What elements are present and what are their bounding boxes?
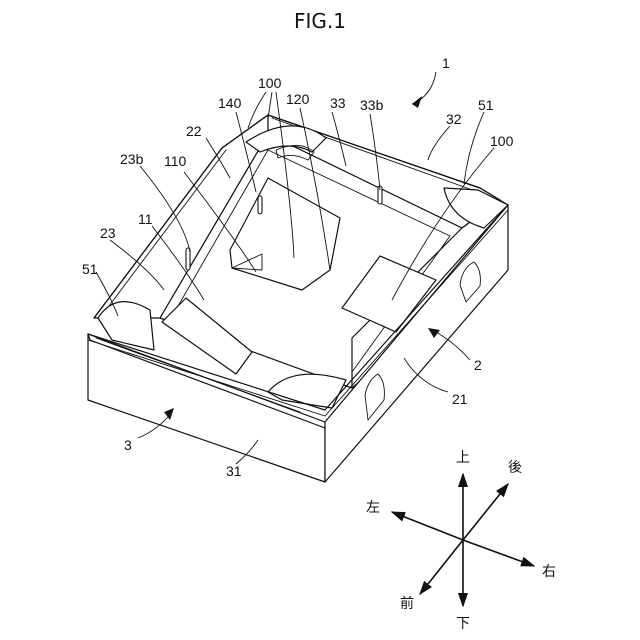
label-11: 11 (138, 211, 153, 227)
label-100-right: 100 (490, 133, 514, 149)
label-22: 22 (186, 123, 202, 139)
label-23: 23 (100, 225, 116, 241)
label-21: 21 (452, 391, 468, 407)
arrow-front (420, 540, 463, 594)
label-51-right: 51 (478, 97, 494, 113)
arrow-left (392, 512, 463, 540)
slot-back-left (258, 196, 262, 214)
label-3: 3 (124, 437, 132, 453)
label-31: 31 (226, 463, 242, 479)
figure-title: FIG.1 (294, 9, 346, 33)
label-120: 120 (286, 91, 310, 107)
label-100: 100 (258, 75, 282, 91)
corner-tab-front (268, 374, 346, 408)
arrow-right (463, 540, 534, 566)
slot-23b (186, 248, 190, 270)
label-140: 140 (218, 95, 242, 111)
tray-drawing (88, 115, 508, 482)
label-51-left: 51 (82, 261, 98, 277)
label-1: 1 (442, 55, 450, 71)
direction-front: 前 (400, 595, 414, 612)
leader-1 (412, 72, 436, 104)
direction-back: 後 (508, 460, 522, 476)
direction-indicator: 上 下 左 右 後 前 (366, 450, 556, 632)
label-33b: 33b (360, 97, 384, 113)
direction-up: 上 (456, 450, 470, 466)
arrow-back (463, 484, 508, 540)
direction-right: 右 (542, 564, 556, 580)
label-23b: 23b (120, 151, 144, 167)
label-2: 2 (474, 357, 482, 373)
leader-100 (268, 92, 272, 118)
direction-down: 下 (456, 616, 470, 632)
label-33: 33 (330, 95, 346, 111)
label-32: 32 (446, 111, 462, 127)
label-110: 110 (164, 153, 187, 169)
direction-left: 左 (366, 500, 380, 516)
